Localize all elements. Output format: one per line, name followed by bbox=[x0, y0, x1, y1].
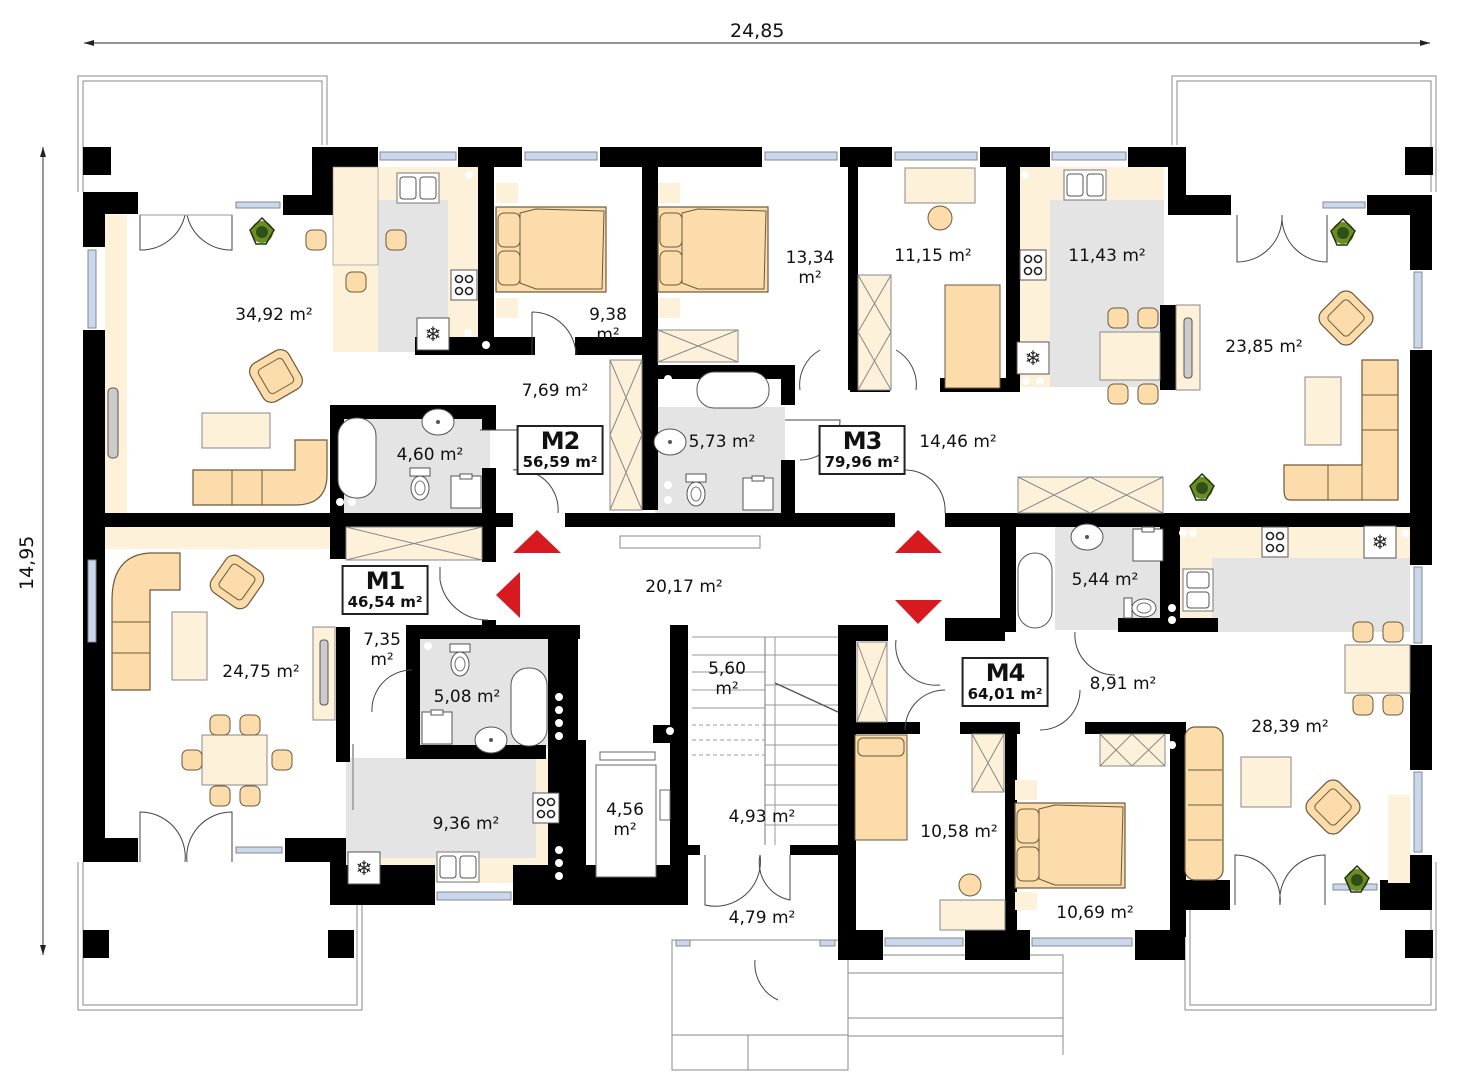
entrance-steps bbox=[671, 939, 1064, 1071]
room-area-label: 28,39 m² bbox=[1251, 717, 1329, 737]
unit-name: M4 bbox=[985, 659, 1026, 687]
room-area-label: 7,69 m² bbox=[521, 381, 589, 401]
room-area-label: 5,44 m² bbox=[1071, 570, 1139, 590]
doors bbox=[139, 214, 1328, 1001]
unit-name: M1 bbox=[365, 567, 406, 595]
room-area-label: 9,36 m² bbox=[432, 814, 500, 834]
room-area-label: 4,60 m² bbox=[396, 445, 464, 465]
unit-area: 64,01 m² bbox=[967, 685, 1043, 703]
staircase bbox=[692, 636, 839, 845]
room-area-label: 5,73 m² bbox=[688, 432, 756, 452]
unit-name: M3 bbox=[842, 427, 883, 455]
room-area-label: 11,15 m² bbox=[894, 246, 972, 266]
balcony-bottom-left bbox=[77, 862, 363, 1011]
room-area-label: 4,93 m² bbox=[728, 807, 796, 827]
room-area-label: 23,85 m² bbox=[1225, 337, 1303, 357]
width-dimension-line bbox=[84, 40, 1430, 46]
room-area-label: 8,91 m² bbox=[1089, 674, 1157, 694]
storage-cabinet bbox=[595, 751, 671, 878]
unit-area: 46,54 m² bbox=[347, 593, 423, 611]
unit-name: M2 bbox=[540, 427, 581, 455]
unit-area: 56,59 m² bbox=[522, 453, 598, 471]
room-area-label: 14,46 m² bbox=[919, 432, 997, 452]
balcony-top-right bbox=[1171, 75, 1437, 192]
height-dimension-line bbox=[40, 147, 46, 955]
room-area-label: 4,79 m² bbox=[728, 908, 796, 928]
entrance-arrows bbox=[496, 530, 942, 624]
room-area-label: 5,08 m² bbox=[433, 687, 501, 707]
room-area-label: 10,69 m² bbox=[1056, 903, 1134, 923]
unit-label-m2: M2 56,59 m² bbox=[516, 425, 604, 475]
room-area-label: 34,92 m² bbox=[235, 305, 313, 325]
width-dimension-label: 24,85 bbox=[730, 20, 785, 42]
room-area-label: 24,75 m² bbox=[222, 662, 300, 682]
unit-area: 79,96 m² bbox=[824, 453, 900, 471]
room-area-label: 10,58 m² bbox=[920, 822, 998, 842]
unit-label-m4: M4 64,01 m² bbox=[961, 657, 1049, 707]
balcony-top-left bbox=[77, 75, 328, 192]
unit-label-m1: M1 46,54 m² bbox=[341, 565, 429, 615]
wall-column-markers bbox=[336, 171, 1409, 880]
height-dimension-label: 14,95 bbox=[16, 535, 38, 590]
unit-label-m3: M3 79,96 m² bbox=[818, 425, 906, 475]
furniture bbox=[107, 166, 1411, 931]
room-area-label: 20,17 m² bbox=[645, 577, 723, 597]
room-area-label: 11,43 m² bbox=[1068, 246, 1146, 266]
